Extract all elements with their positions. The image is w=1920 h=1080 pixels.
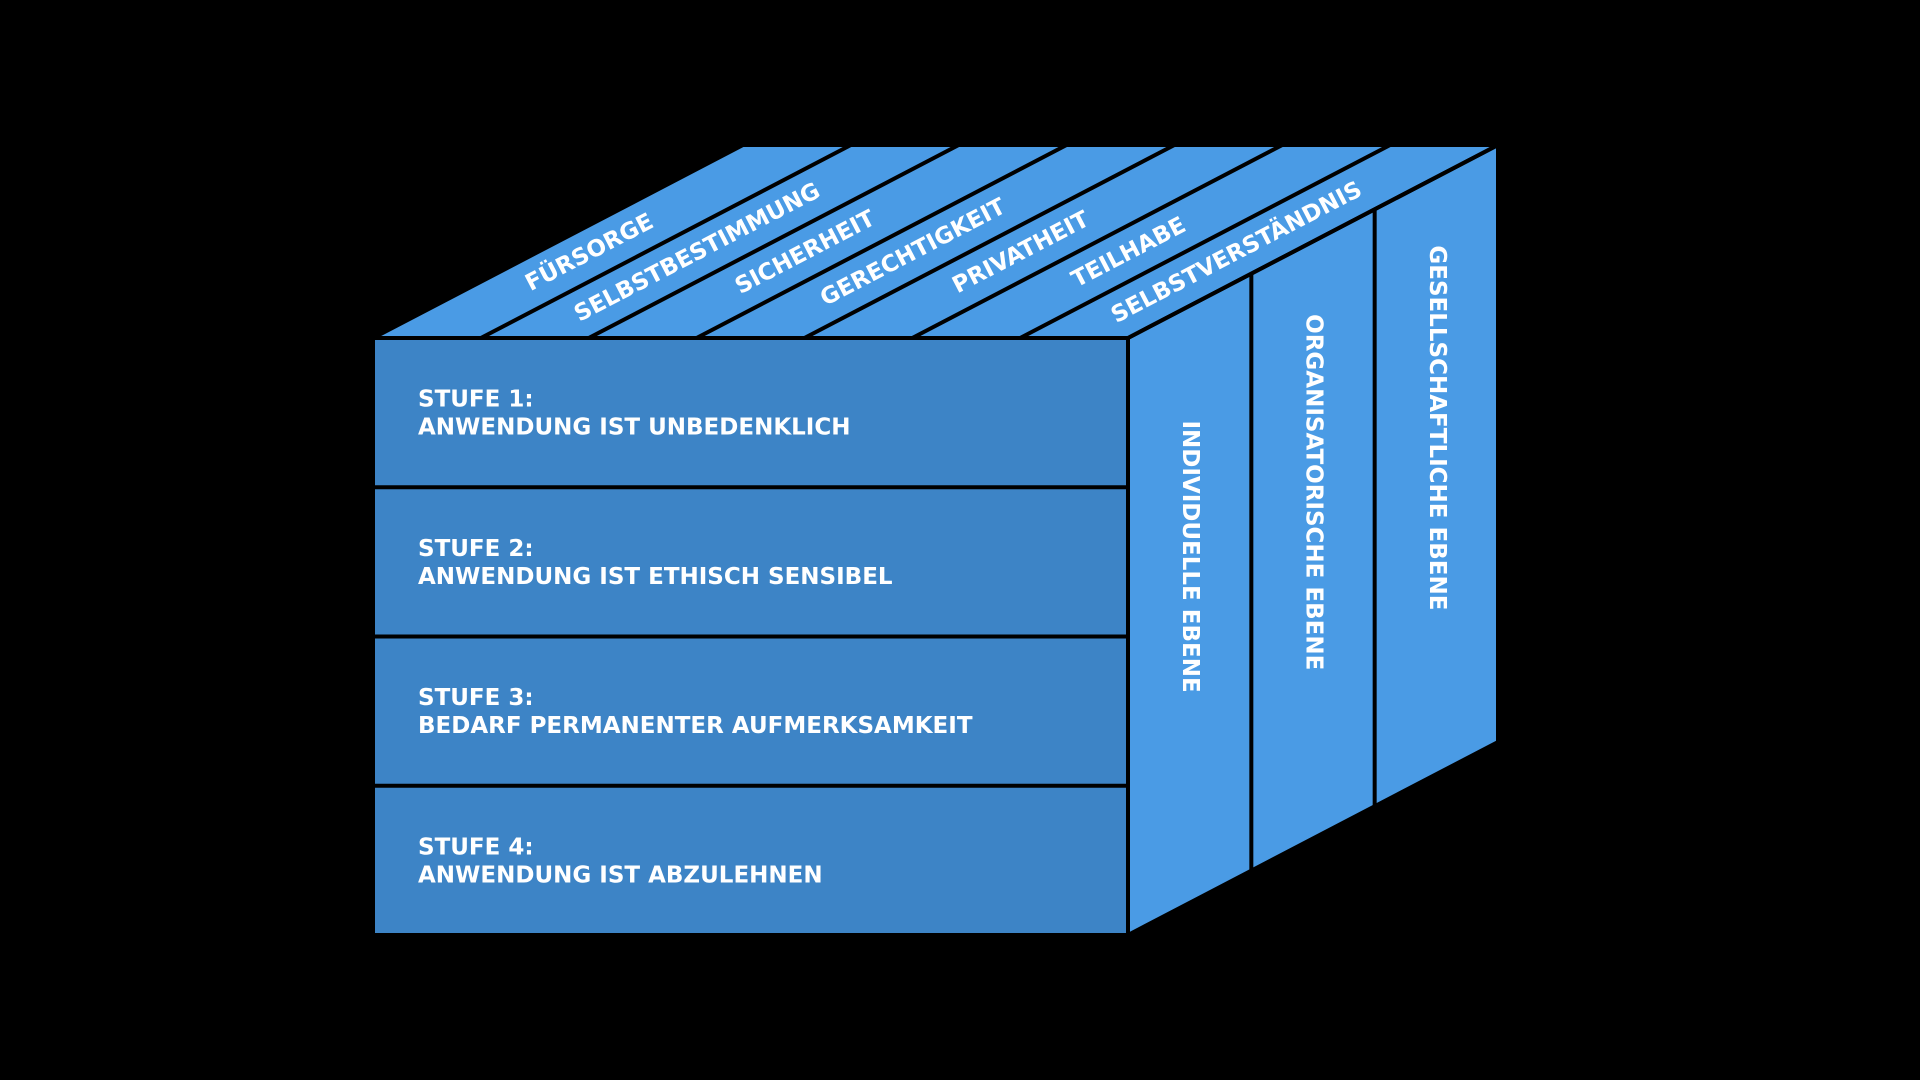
level-title: STUFE 4: (418, 834, 534, 860)
level-row: STUFE 4: ANWENDUNG IST ABZULEHNEN (418, 834, 823, 888)
level-text: ANWENDUNG IST ABZULEHNEN (418, 862, 823, 888)
front-dividers (373, 485, 1128, 788)
cube-outline (371, 143, 1500, 937)
side-face-fill (1128, 145, 1498, 935)
front-outline (371, 336, 1130, 937)
side-level-labels: INDIVIDUELLE EBENE ORGANISATORISCHE EBEN… (1177, 245, 1450, 692)
level-row: STUFE 2: ANWENDUNG IST ETHISCH SENSIBEL (418, 536, 893, 590)
top-divider (587, 143, 960, 340)
level-text: ANWENDUNG IST UNBEDENKLICH (418, 415, 851, 441)
side-level-label: INDIVIDUELLE EBENE (1177, 420, 1203, 692)
top-divider (695, 143, 1068, 340)
side-level-label: GESELLSCHAFTLICHE EBENE (1424, 245, 1450, 610)
top-dividers (479, 143, 1392, 340)
top-divider (803, 143, 1176, 340)
level-text: BEDARF PERMANENTER AUFMERKSAMKEIT (418, 713, 973, 739)
level-row: STUFE 3: BEDARF PERMANENTER AUFMERKSAMKE… (418, 685, 973, 739)
level-text: ANWENDUNG IST ETHISCH SENSIBEL (418, 564, 893, 590)
level-title: STUFE 2: (418, 536, 534, 562)
level-title: STUFE 1: (418, 387, 534, 413)
front-face: STUFE 1: ANWENDUNG IST UNBEDENKLICH STUF… (373, 338, 1128, 935)
top-divider (911, 143, 1284, 340)
top-divider (1019, 143, 1392, 340)
level-title: STUFE 3: (418, 685, 534, 711)
side-dividers (1249, 209, 1377, 871)
top-divider (479, 143, 852, 340)
side-level-label: ORGANISATORISCHE EBENE (1301, 314, 1327, 670)
side-face: INDIVIDUELLE EBENE ORGANISATORISCHE EBEN… (1128, 145, 1498, 935)
level-row: STUFE 1: ANWENDUNG IST UNBEDENKLICH (418, 387, 851, 441)
